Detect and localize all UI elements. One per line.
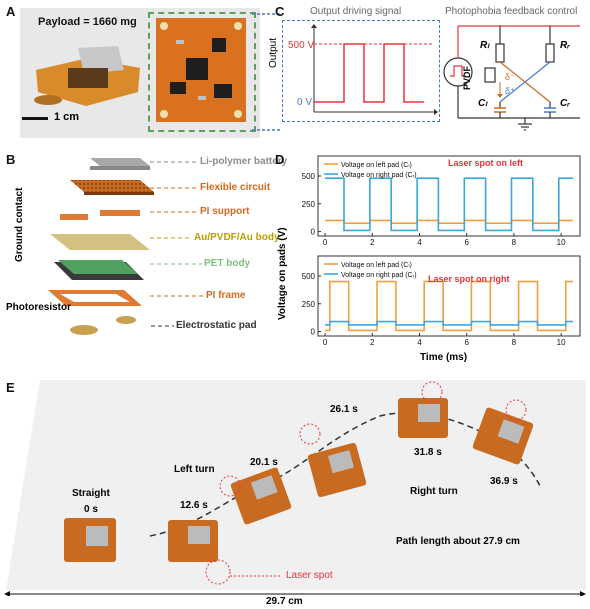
waveform-high-level: 500 V	[288, 40, 314, 51]
panel-d-label: D	[275, 152, 284, 167]
chart-1-ytick-label: 500	[302, 272, 316, 281]
phase-right-turn: Right turn	[410, 486, 458, 497]
panel-d-xlabel: Time (ms)	[420, 352, 467, 363]
chart-1-xtick-label: 2	[370, 338, 375, 347]
panel-d-ylabel: Voltage on pads (V)	[277, 227, 288, 320]
chart-1-xtick-label: 0	[323, 338, 328, 347]
c-right-label: Cᵣ	[560, 98, 570, 109]
phase-left-turn: Left turn	[174, 464, 215, 475]
panel-b-label: B	[6, 152, 15, 167]
ground-contact-label: Ground contact	[14, 188, 25, 262]
chart-0-series-0	[325, 220, 573, 223]
waveform-low-level: 0 V	[297, 97, 312, 108]
robot-side-image	[28, 40, 148, 110]
time-31-8: 31.8 s	[414, 447, 442, 458]
chart-0-xtick-label: 0	[323, 238, 328, 247]
panel-a-to-c-connector	[252, 10, 282, 135]
chart-0-legend-label-1: Voltage on right pad (Cᵣ)	[341, 172, 417, 179]
chart-1-xtick-label: 10	[557, 338, 566, 347]
robot-12-6s	[168, 520, 218, 562]
panel-c-title-right: Photophobia feedback control	[445, 6, 577, 17]
chart-1-series-0	[325, 282, 573, 331]
laser-spot-label: Laser spot	[286, 570, 333, 581]
panel-c-label: C	[275, 4, 284, 19]
pvdf-label: PVDF	[462, 66, 472, 90]
circuit-board-image	[156, 18, 246, 122]
chart-1-series-1	[325, 322, 573, 325]
payload-label: Payload = 1660 mg	[38, 16, 137, 28]
chart-1-ytick-label: 250	[302, 300, 316, 309]
chart-0-ytick-label: 250	[302, 200, 316, 209]
sheet-width-label: 29.7 cm	[266, 596, 303, 607]
chart-0-xtick-label: 10	[557, 238, 566, 247]
c-left-label: Cₗ	[478, 98, 487, 109]
time-12-6: 12.6 s	[180, 500, 208, 511]
exploded-view-diagram	[30, 150, 170, 350]
time-26-1: 26.1 s	[330, 404, 358, 415]
chart-1-xtick-label: 4	[417, 338, 422, 347]
layer-label-pi-frame: PI frame	[206, 290, 245, 301]
r-right-label: Rᵣ	[560, 40, 570, 51]
layer-label-circuit: Flexible circuit	[200, 182, 270, 193]
chart-1-ytick-label: 0	[311, 328, 316, 337]
chart-1-xtick-label: 6	[464, 338, 469, 347]
chart-1-legend-label-1: Voltage on right pad (Cᵣ)	[341, 272, 417, 279]
time-20-1: 20.1 s	[250, 457, 278, 468]
chart-0-ytick-label: 0	[311, 228, 316, 237]
chart-0-xtick-label: 4	[417, 238, 422, 247]
path-length-label: Path length about 27.9 cm	[396, 536, 520, 547]
chart-0-ytick-label: 500	[302, 172, 316, 181]
time-0: 0 s	[84, 504, 98, 515]
chart-0-laser-title: Laser spot on left	[448, 158, 523, 168]
robot-31-8s	[398, 398, 448, 438]
layer-label-pet-body: PET body	[204, 258, 250, 269]
robot-0s	[64, 518, 116, 562]
waveform-axis-label: Output	[268, 38, 279, 68]
r-left-label: Rₗ	[480, 40, 489, 51]
delta-plus-label: δ⁺	[505, 86, 515, 97]
scale-bar	[22, 117, 48, 120]
time-36-9: 36.9 s	[490, 476, 518, 487]
delta-minus-label: δ⁻	[505, 72, 515, 83]
chart-0-xtick-label: 8	[512, 238, 517, 247]
layer-label-pad: Electrostatic pad	[176, 320, 257, 331]
phase-straight: Straight	[72, 488, 110, 499]
layer-label-pvdf-body: Au/PVDF/Au body	[194, 232, 280, 243]
chart-1-xtick-label: 8	[512, 338, 517, 347]
chart-0-xtick-label: 6	[464, 238, 469, 247]
chart-1-legend-label-0: Voltage on left pad (Cₗ)	[341, 262, 412, 269]
chart-0-legend-label-0: Voltage on left pad (Cₗ)	[341, 162, 412, 169]
panel-a-label: A	[6, 4, 15, 19]
photoresistor-label: Photoresistor	[6, 302, 71, 313]
scale-bar-label: 1 cm	[54, 111, 79, 123]
layer-label-pi-support: PI support	[200, 206, 249, 217]
chart-1-laser-title: Laser spot on right	[428, 274, 510, 284]
panel-c-title-left: Output driving signal	[310, 6, 401, 17]
chart-0-xtick-label: 2	[370, 238, 375, 247]
